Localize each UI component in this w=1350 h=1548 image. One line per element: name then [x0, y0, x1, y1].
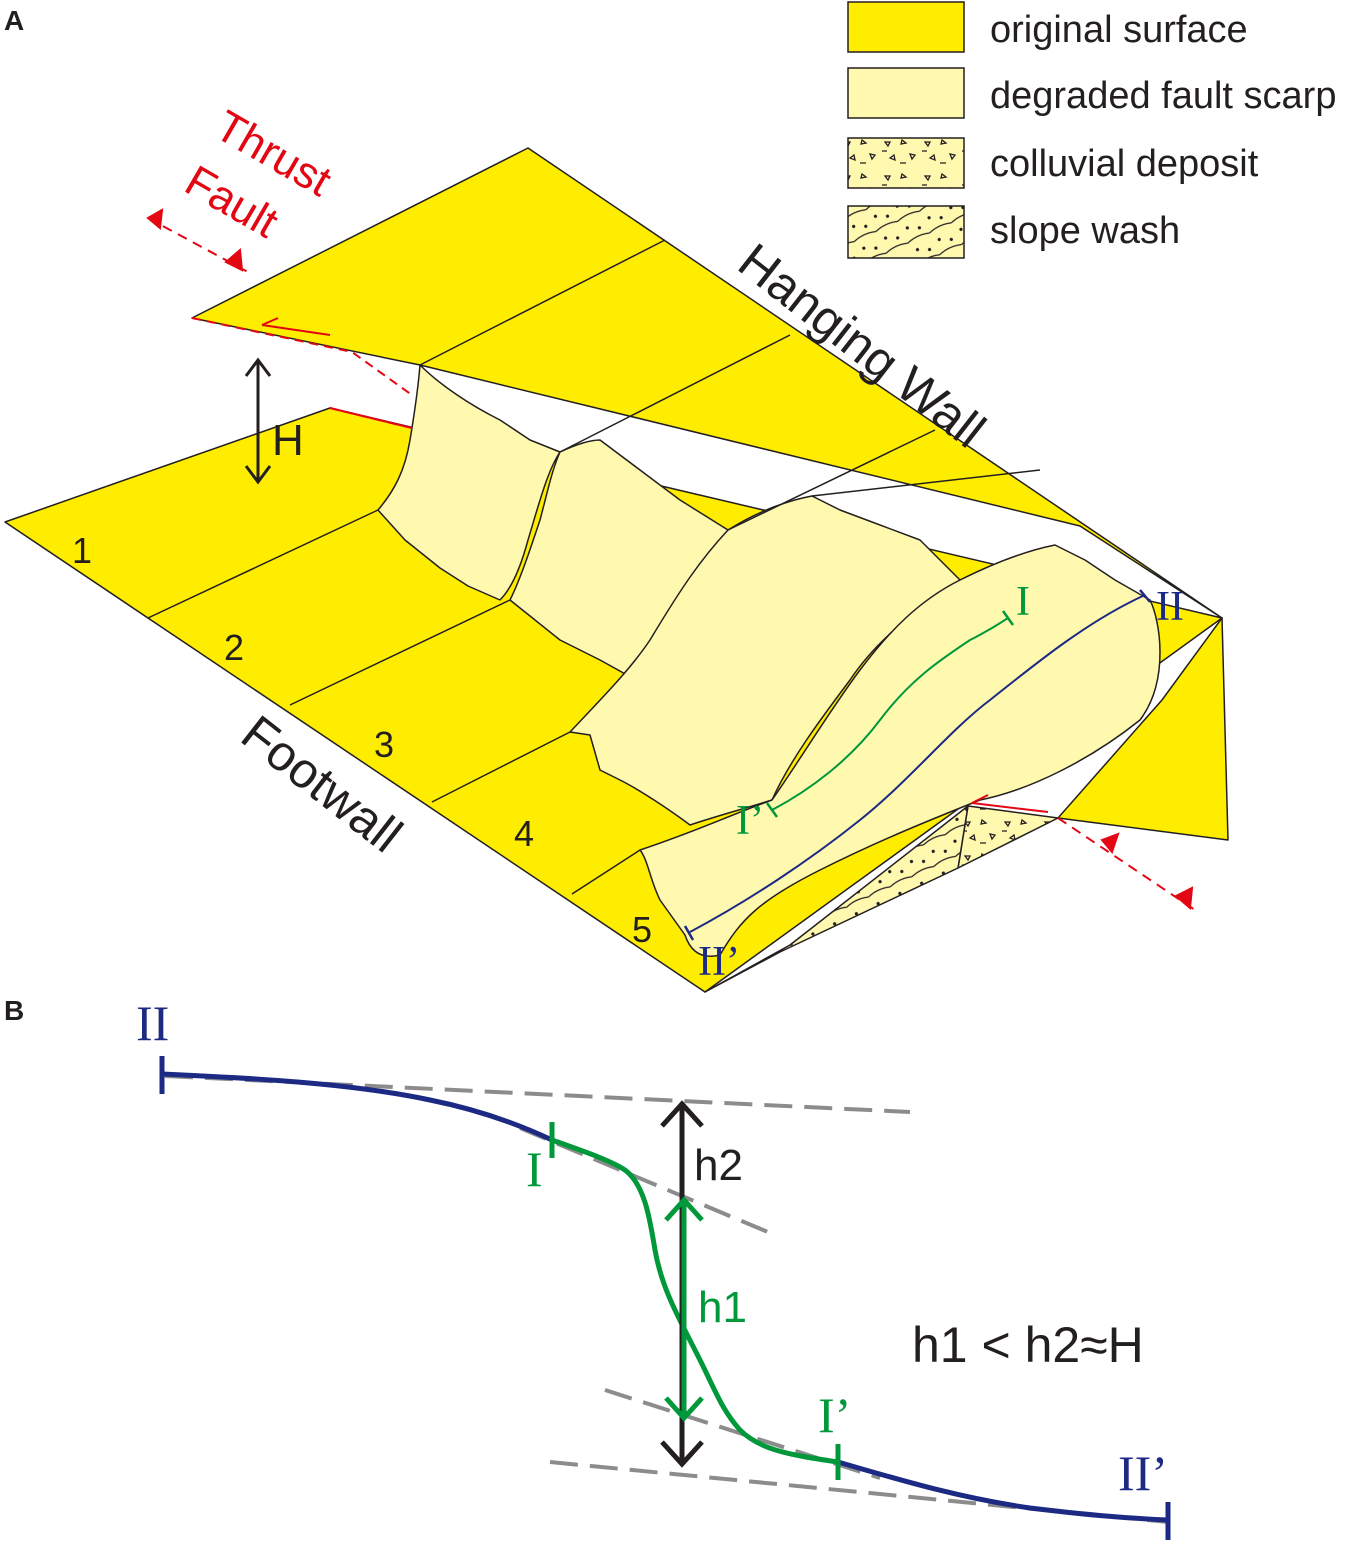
colluvial-wedge	[957, 805, 1059, 869]
footwall-boundary-2	[289, 599, 511, 706]
profile-I-curve	[551, 1137, 839, 1465]
segment-number-3: 3	[374, 724, 394, 765]
legend-label-original-surface: original surface	[990, 9, 1248, 51]
block-profile-II-start-label: II	[1156, 584, 1184, 630]
legend-swatch-slope-wash	[847, 205, 965, 259]
scarp-segment-4	[639, 544, 1161, 957]
lower-surface-tangent	[549, 1460, 1169, 1524]
segment-number-4: 4	[514, 813, 534, 854]
legend-swatch-colluvial-deposit	[847, 137, 965, 189]
legend-swatch-original-surface	[847, 1, 965, 53]
h2-label: h2	[694, 1141, 743, 1190]
h1-label: h1	[698, 1283, 747, 1332]
block-profile-II-end-label: II’	[698, 939, 740, 985]
fault-slip-arrow-top	[261, 317, 331, 336]
fault-plane-trace	[191, 317, 413, 429]
height-label: H	[272, 416, 304, 465]
profile-I-tick-start	[1001, 610, 1015, 626]
hanging-boundary-3	[727, 429, 936, 531]
fault-tooth-top-2	[224, 247, 244, 272]
profile-I-end-label: I’	[818, 1387, 851, 1443]
hanging-wall-surface	[191, 147, 1223, 619]
block-profile-I-end-label: I’	[736, 798, 764, 844]
profile-II-end-label: II’	[1118, 1445, 1168, 1501]
height-relation-label: h1 < h2≈H	[912, 1317, 1144, 1373]
fault-tooth-bottom-2	[1174, 886, 1194, 911]
profile-I-tick-end	[765, 802, 779, 818]
fault-strike-line-bottom	[1057, 817, 1199, 913]
legend-label-slope-wash: slope wash	[990, 210, 1180, 252]
legend-swatch-degraded-scarp	[847, 67, 965, 119]
profile-II-tick-end	[683, 925, 695, 941]
segment-number-2: 2	[224, 627, 244, 668]
profile-II-start-label: II	[136, 995, 169, 1051]
legend-label-degraded-scarp: degraded fault scarp	[990, 75, 1336, 117]
hanging-boundary-1	[419, 239, 666, 366]
scarp-segment-1	[377, 364, 561, 601]
fault-slip-arrow-bottom	[971, 794, 1049, 813]
legend-label-colluvial-deposit: colluvial deposit	[990, 143, 1259, 185]
panel-b-label: B	[4, 995, 24, 1026]
profile-II-curve	[161, 1071, 1169, 1523]
segment-number-1: 1	[72, 530, 92, 571]
profile-line-I-on-block	[771, 617, 1009, 811]
footwall-boundary-3	[431, 731, 571, 803]
thrust-fault-traces	[146, 208, 1199, 913]
fault-tooth-bottom-1	[1100, 832, 1120, 855]
hanging-boundary-4	[811, 469, 1041, 497]
fault-surface-trace	[329, 407, 413, 429]
fault-tooth-top-1	[146, 208, 164, 230]
footwall-boundary-4	[571, 849, 641, 895]
panel-a-label: A	[4, 5, 24, 36]
footwall-boundary-1	[147, 509, 379, 619]
slope-wash-wedge	[704, 805, 969, 993]
legend: original surface degraded fault scarp co…	[847, 1, 1336, 259]
profile-tangent-lines	[164, 1074, 1169, 1524]
profile-I-start-label: I	[526, 1141, 543, 1197]
profile-line-II-on-block	[689, 594, 1146, 933]
h1-arrow	[664, 1196, 704, 1422]
block-profile-I-start-label: I	[1016, 579, 1030, 625]
height-arrow	[244, 357, 272, 485]
profile-II-tick-start	[1139, 589, 1151, 603]
segment-number-5: 5	[632, 909, 652, 950]
block-diagram	[4, 147, 1229, 993]
hanging-boundary-2	[559, 334, 791, 453]
